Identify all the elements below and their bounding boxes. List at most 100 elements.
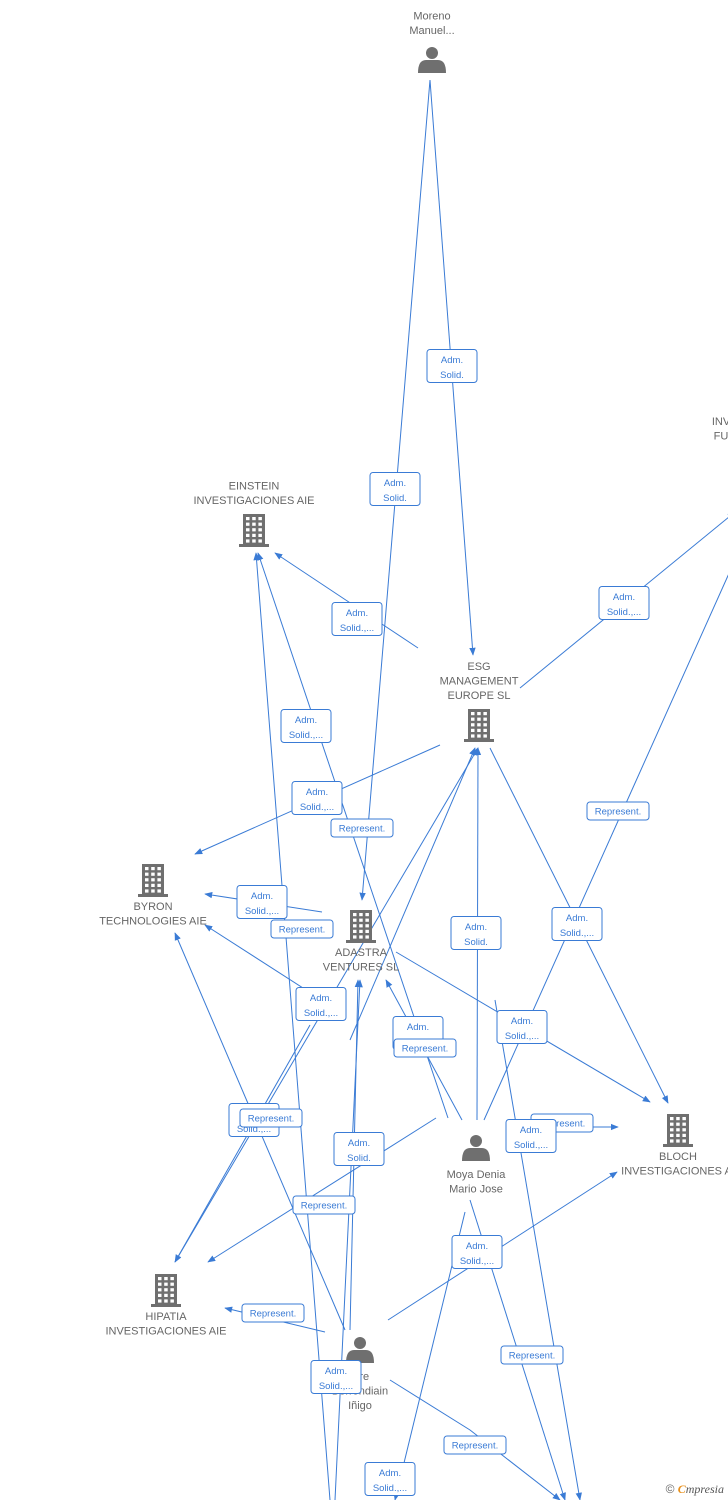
edge-label[interactable]: Represent. bbox=[443, 1435, 507, 1455]
building-window bbox=[477, 734, 481, 738]
building-icon-base bbox=[138, 894, 168, 897]
edge-label[interactable]: Adm.Solid.,... bbox=[551, 907, 603, 941]
edge-label-box bbox=[426, 349, 478, 383]
edge-label[interactable]: Represent. bbox=[239, 1108, 303, 1128]
node-moreno[interactable]: MorenoManuel... bbox=[409, 11, 455, 74]
node-label: INV bbox=[712, 416, 728, 428]
edge-label[interactable]: Adm.Solid. bbox=[426, 349, 478, 383]
building-window bbox=[682, 1122, 686, 1126]
edge-label[interactable]: Adm.Solid.,... bbox=[310, 1360, 362, 1394]
edge-label-text: Represent. bbox=[595, 807, 641, 818]
edge-label-text: Adm. bbox=[566, 913, 588, 924]
edge-label[interactable]: Adm. Solid.,... bbox=[598, 586, 650, 620]
edge-label-box bbox=[291, 781, 343, 815]
edge-label[interactable]: Represent. bbox=[586, 801, 650, 821]
building-window bbox=[258, 528, 262, 532]
node-label: Mario Jose bbox=[449, 1184, 503, 1196]
edge-label[interactable]: Adm.Solid.,... bbox=[291, 781, 343, 815]
edge-label-box bbox=[270, 919, 334, 939]
edge-label[interactable]: Adm.Solid.,... bbox=[364, 1462, 416, 1496]
building-window bbox=[164, 1293, 168, 1297]
building-window bbox=[353, 924, 357, 928]
edge-label[interactable]: Represent. bbox=[393, 1038, 457, 1058]
building-window bbox=[164, 1299, 168, 1303]
edge-label-box bbox=[496, 1010, 548, 1044]
building-window bbox=[157, 889, 161, 893]
building-window bbox=[676, 1117, 680, 1121]
building-icon bbox=[346, 910, 376, 943]
edge-label-box bbox=[451, 1235, 503, 1269]
building-window bbox=[170, 1277, 174, 1281]
building-window bbox=[157, 878, 161, 882]
edge-label[interactable]: Adm.Solid. bbox=[369, 472, 421, 506]
person-icon bbox=[346, 1337, 374, 1363]
edge-label-box bbox=[330, 818, 394, 838]
edge-label[interactable]: Adm.Solid. bbox=[450, 916, 502, 950]
edge-label-text: Adm. bbox=[441, 355, 463, 366]
building-window bbox=[252, 539, 256, 543]
node-label: Manuel... bbox=[409, 25, 454, 37]
edge-label[interactable]: Adm.Solid.,... bbox=[280, 709, 332, 743]
building-window bbox=[157, 872, 161, 876]
relation-edge bbox=[174, 1024, 311, 1263]
building-window bbox=[365, 929, 369, 933]
edge-label[interactable]: Represent. bbox=[270, 919, 334, 939]
node-label: EUROPE SL bbox=[448, 690, 511, 702]
building-window bbox=[170, 1282, 174, 1286]
edge-label-text: Solid.,... bbox=[319, 1381, 353, 1392]
building-window bbox=[483, 717, 487, 721]
edge-label[interactable]: Adm.Solid.,... bbox=[295, 987, 347, 1021]
building-window bbox=[359, 929, 363, 933]
edge-label-text: Represent. bbox=[279, 925, 325, 936]
edge-label-text: Solid.,... bbox=[245, 906, 279, 917]
edge-labels-layer: Adm.Solid.Adm.Solid.Adm.Solid.,...Adm.So… bbox=[228, 349, 650, 1496]
edge-label[interactable]: Adm.Solid. bbox=[333, 1132, 385, 1166]
edge-label-box bbox=[295, 987, 347, 1021]
edge-label-text: Adm. bbox=[407, 1022, 429, 1033]
edge-label[interactable]: Adm.Solid.,... bbox=[496, 1010, 548, 1044]
building-window bbox=[258, 533, 262, 537]
relation-edge bbox=[253, 552, 331, 1500]
building-window bbox=[670, 1139, 674, 1143]
person-icon-body bbox=[462, 1148, 490, 1161]
node-label: INVESTIGACIONES AIE bbox=[105, 1326, 226, 1338]
edge-label-text: Adm. bbox=[348, 1138, 370, 1149]
building-window bbox=[164, 1277, 168, 1281]
node-label: Moya Denia bbox=[447, 1169, 507, 1181]
edge-label[interactable]: Adm.Solid.,... bbox=[236, 885, 288, 919]
edge-label-box bbox=[598, 586, 650, 620]
building-window bbox=[164, 1282, 168, 1286]
building-window bbox=[246, 539, 250, 543]
copyright-symbol: © bbox=[665, 1482, 675, 1496]
node-label: BLOCH bbox=[659, 1151, 697, 1163]
building-window bbox=[145, 883, 149, 887]
edge-label-text: Represent. bbox=[339, 824, 385, 835]
edge-label[interactable]: Adm.Solid.,... bbox=[331, 602, 383, 636]
edge-label-text: Solid. bbox=[383, 493, 407, 504]
building-window bbox=[670, 1128, 674, 1132]
building-window bbox=[246, 528, 250, 532]
edge-label-text: Adm. bbox=[613, 592, 635, 603]
relation-edge bbox=[494, 999, 582, 1500]
edge-label-text: Solid.,... bbox=[607, 607, 641, 618]
building-window bbox=[477, 712, 481, 716]
building-window bbox=[365, 913, 369, 917]
edge-label[interactable]: Represent. bbox=[500, 1345, 564, 1365]
building-window bbox=[252, 522, 256, 526]
edge-label[interactable]: Represent. bbox=[292, 1195, 356, 1215]
edge-label[interactable]: Adm.Solid.,... bbox=[505, 1119, 557, 1153]
edge-label[interactable]: Represent. bbox=[330, 818, 394, 838]
edge-label[interactable]: Represent. bbox=[241, 1303, 305, 1323]
building-icon-base bbox=[663, 1144, 693, 1147]
building-icon bbox=[138, 864, 168, 897]
edge-label[interactable]: Adm.Solid.,... bbox=[451, 1235, 503, 1269]
